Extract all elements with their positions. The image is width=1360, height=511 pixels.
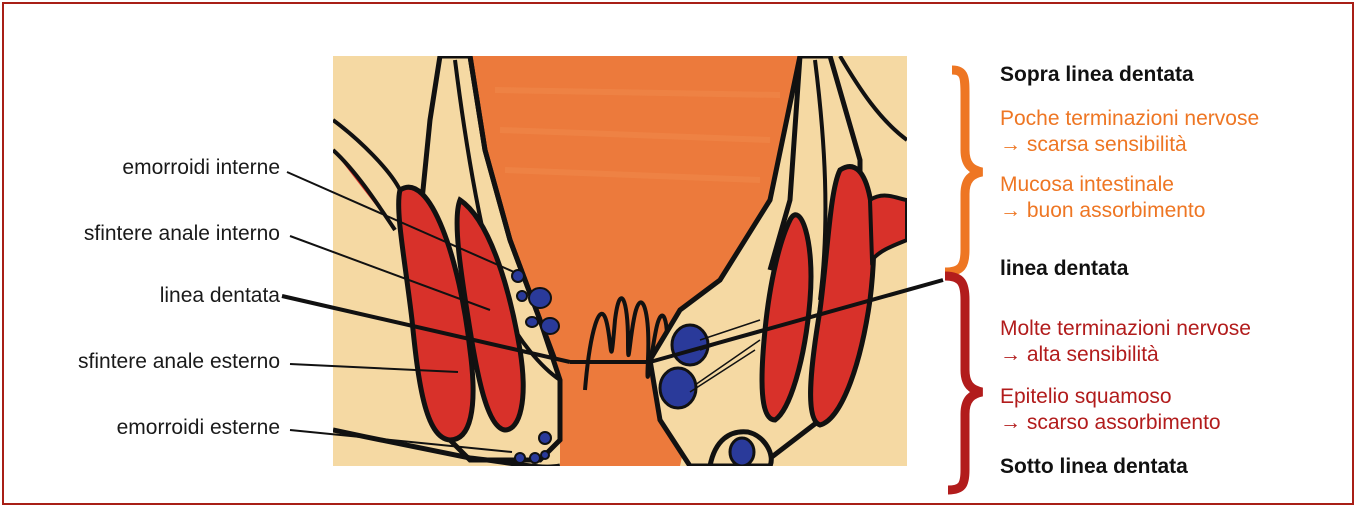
dentate-heading: linea dentata <box>1000 256 1128 282</box>
label-external-hemorrhoids: emorroidi esterne <box>0 416 280 440</box>
above-nerve-text: Poche terminazioni nervose <box>1000 106 1259 132</box>
above-mucosa-sub: → buon assorbimento <box>1000 198 1205 224</box>
below-nerve-sub: → alta sensibilità <box>1000 342 1159 368</box>
lower-brace <box>945 276 982 490</box>
above-heading: Sopra linea dentata <box>1000 62 1194 88</box>
above-nerve-sub: → scarsa sensibilità <box>1000 132 1187 158</box>
below-heading: Sotto linea dentata <box>1000 454 1188 480</box>
below-epithelium-text: Epitelio squamoso <box>1000 384 1172 410</box>
upper-brace <box>945 70 982 272</box>
above-mucosa-text: Mucosa intestinale <box>1000 172 1174 198</box>
below-nerve-text: Molte terminazioni nervose <box>1000 316 1251 342</box>
below-epithelium-sub: → scarso assorbimento <box>1000 410 1221 436</box>
label-dentate-line: linea dentata <box>0 284 280 308</box>
label-external-sphincter: sfintere anale esterno <box>0 350 280 374</box>
label-internal-hemorrhoids: emorroidi interne <box>0 156 280 180</box>
label-internal-sphincter: sfintere anale interno <box>0 222 280 246</box>
